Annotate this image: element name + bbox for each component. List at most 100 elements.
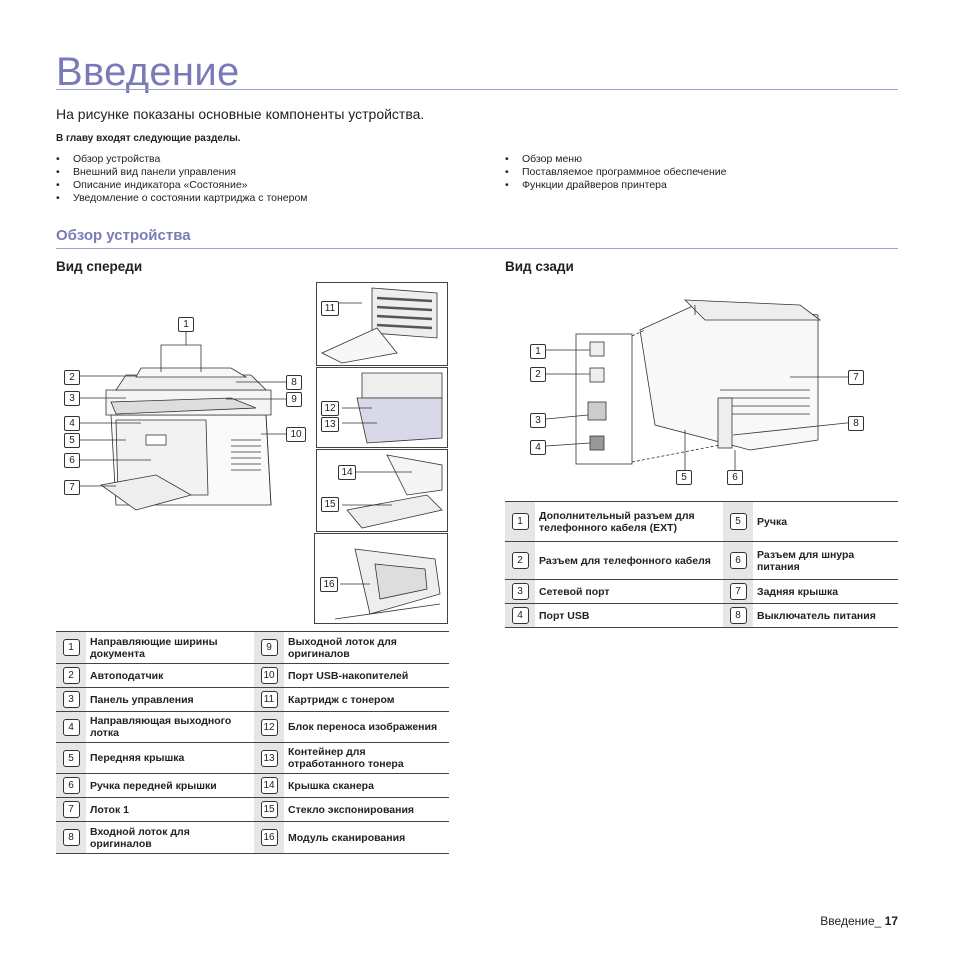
toc-item: Описание индикатора «Состояние» bbox=[56, 179, 308, 192]
callout-11: 11 bbox=[321, 301, 339, 316]
legend-label: Стекло экспонирования bbox=[288, 803, 415, 816]
legend-label: Порт USB-накопителей bbox=[288, 669, 409, 682]
legend-label: Картридж с тонером bbox=[288, 693, 395, 706]
callout-8: 8 bbox=[286, 375, 302, 390]
toc-list-right: Обзор меню Поставляемое программное обес… bbox=[505, 153, 727, 192]
rear-printer-illustration bbox=[545, 299, 857, 470]
table-row: 1 Дополнительный разъем для телефонного … bbox=[505, 501, 898, 542]
toc-item: Уведомление о состоянии картриджа с тоне… bbox=[56, 192, 308, 205]
front-view-heading: Вид спереди bbox=[56, 259, 143, 274]
rear-callout-7: 7 bbox=[848, 370, 864, 385]
table-row: 7 Лоток 1 15 Стекло экспонирования bbox=[56, 797, 449, 822]
toc-item: Внешний вид панели управления bbox=[56, 166, 308, 179]
table-row: 3 Панель управления 11 Картридж с тонеро… bbox=[56, 687, 449, 712]
table-row: 2 Автоподатчик 10 Порт USB-накопителей bbox=[56, 663, 449, 688]
legend-number: 14 bbox=[260, 777, 278, 794]
legend-label: Сетевой порт bbox=[539, 585, 610, 598]
legend-label: Ручка bbox=[757, 515, 788, 528]
front-legend-table: 1 Направляющие ширины документа 9 Выходн… bbox=[56, 631, 449, 854]
page-footer: Введение_ 17 bbox=[820, 914, 898, 928]
legend-number: 6 bbox=[729, 552, 747, 569]
rear-legend-table: 1 Дополнительный разъем для телефонного … bbox=[505, 501, 898, 628]
legend-label: Выходной лоток для оригиналов bbox=[288, 635, 397, 660]
table-row: 8 Входной лоток для оригиналов 16 Модуль… bbox=[56, 821, 449, 854]
callout-14: 14 bbox=[338, 465, 356, 480]
legend-label: Модуль сканирования bbox=[288, 831, 406, 844]
toc-item: Функции драйверов принтера bbox=[505, 179, 727, 192]
section-rule bbox=[56, 248, 898, 249]
callout-15: 15 bbox=[321, 497, 339, 512]
legend-label: Порт USB bbox=[539, 609, 590, 622]
legend-number: 8 bbox=[62, 829, 80, 846]
toc-item: Поставляемое программное обеспечение bbox=[505, 166, 727, 179]
rear-callout-3: 3 bbox=[530, 413, 546, 428]
rear-callout-8: 8 bbox=[848, 416, 864, 431]
legend-label: Направляющая выходного лотка bbox=[90, 715, 232, 739]
rear-view-heading: Вид сзади bbox=[505, 259, 574, 274]
legend-label: Передняя крышка bbox=[90, 752, 185, 764]
toner-cartridge-panel: 11 bbox=[316, 282, 448, 366]
toc-item: Обзор устройства bbox=[56, 153, 308, 166]
legend-number: 5 bbox=[729, 513, 747, 530]
callout-5: 5 bbox=[64, 433, 80, 448]
legend-label: Входной лоток для оригиналов bbox=[90, 825, 190, 850]
legend-number: 4 bbox=[511, 607, 529, 624]
legend-number: 11 bbox=[260, 691, 278, 708]
legend-label: Блок переноса изображения bbox=[288, 721, 438, 733]
footer-label: Введение_ bbox=[820, 914, 885, 928]
table-row: 1 Направляющие ширины документа 9 Выходн… bbox=[56, 631, 449, 664]
legend-number: 15 bbox=[260, 801, 278, 818]
callout-12: 12 bbox=[321, 401, 339, 416]
legend-number: 2 bbox=[62, 667, 80, 684]
transfer-belt-panel: 12 13 bbox=[316, 367, 448, 448]
callout-3: 3 bbox=[64, 391, 80, 406]
title-rule bbox=[56, 89, 898, 90]
legend-number: 12 bbox=[260, 718, 278, 736]
legend-label: Ручка передней крышки bbox=[90, 779, 217, 792]
callout-16: 16 bbox=[320, 577, 338, 592]
legend-number: 8 bbox=[729, 607, 747, 624]
legend-label: Дополнительный разъем для телефонного ка… bbox=[539, 509, 695, 534]
callout-4: 4 bbox=[64, 416, 80, 431]
legend-number: 7 bbox=[62, 801, 80, 818]
callout-9: 9 bbox=[286, 392, 302, 407]
legend-number: 13 bbox=[260, 749, 278, 767]
legend-label: Разъем для телефонного кабеля bbox=[539, 554, 711, 567]
legend-number: 1 bbox=[511, 513, 529, 530]
legend-number: 1 bbox=[62, 639, 80, 656]
table-row: 3 Сетевой порт 7 Задняя крышка bbox=[505, 579, 898, 604]
rear-callout-4: 4 bbox=[530, 440, 546, 455]
legend-label: Крышка сканера bbox=[288, 779, 374, 792]
legend-label: Контейнер для отработанного тонера bbox=[288, 746, 404, 770]
rear-callout-6: 6 bbox=[727, 470, 743, 485]
scanner-lid-panel: 14 15 bbox=[316, 449, 448, 532]
legend-number: 3 bbox=[62, 691, 80, 708]
legend-label: Направляющие ширины документа bbox=[90, 635, 218, 660]
front-printer-illustration bbox=[78, 332, 286, 511]
legend-label: Лоток 1 bbox=[90, 803, 129, 816]
table-row: 4 Направляющая выходного лотка 12 Блок п… bbox=[56, 711, 449, 743]
legend-label: Разъем для шнура питания bbox=[757, 548, 855, 573]
rear-callout-1: 1 bbox=[530, 344, 546, 359]
rear-callout-2: 2 bbox=[530, 367, 546, 382]
callout-6: 6 bbox=[64, 453, 80, 468]
legend-number: 6 bbox=[62, 777, 80, 794]
legend-number: 3 bbox=[511, 583, 529, 600]
callout-2: 2 bbox=[64, 370, 80, 385]
callout-10: 10 bbox=[286, 427, 306, 442]
scan-module-panel: 16 bbox=[314, 533, 448, 624]
legend-number: 7 bbox=[729, 583, 747, 600]
toc-list-left: Обзор устройства Внешний вид панели упра… bbox=[56, 153, 308, 205]
table-row: 5 Передняя крышка 13 Контейнер для отраб… bbox=[56, 742, 449, 774]
legend-number: 2 bbox=[511, 552, 529, 569]
legend-label: Автоподатчик bbox=[90, 669, 164, 682]
table-row: 4 Порт USB 8 Выключатель питания bbox=[505, 603, 898, 628]
toc-item: Обзор меню bbox=[505, 153, 727, 166]
legend-label: Панель управления bbox=[90, 693, 194, 706]
legend-number: 9 bbox=[260, 639, 278, 656]
legend-number: 4 bbox=[62, 718, 80, 736]
callout-13: 13 bbox=[321, 417, 339, 432]
legend-label: Задняя крышка bbox=[757, 585, 839, 598]
legend-label: Выключатель питания bbox=[757, 609, 876, 622]
legend-number: 16 bbox=[260, 829, 278, 846]
